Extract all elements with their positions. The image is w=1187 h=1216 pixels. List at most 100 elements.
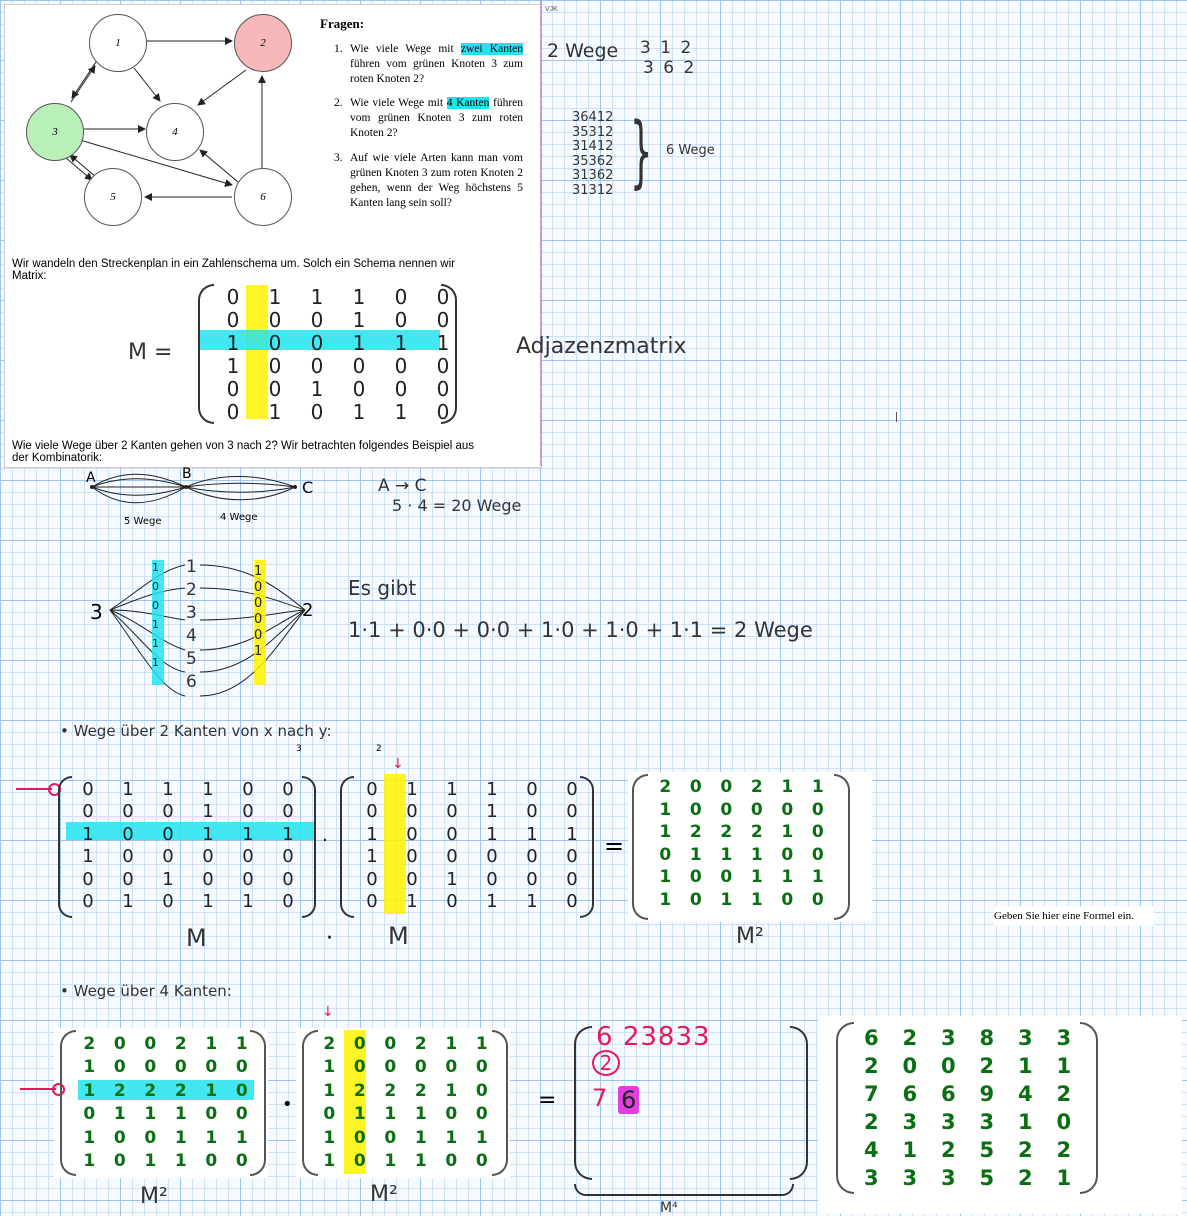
fan-end: 2 bbox=[302, 600, 314, 621]
matrix-cell: 1 bbox=[323, 1151, 336, 1172]
matrix-cell: 1 bbox=[526, 823, 538, 845]
matrix-cell: 2 bbox=[113, 1080, 126, 1101]
matrix-cell: 0 bbox=[811, 889, 824, 910]
matrix-cell: 1 bbox=[352, 330, 366, 355]
matrix-cell: 0 bbox=[475, 1057, 488, 1078]
matrix-cell: 2 bbox=[414, 1033, 427, 1054]
graph-node-6: 6 bbox=[234, 168, 292, 226]
matrix-cell: 1 bbox=[720, 889, 733, 910]
matrix-cell: 5 bbox=[979, 1166, 995, 1190]
fan-mid-labels: 1 2 3 4 5 6 bbox=[186, 557, 197, 692]
matrix-cell: 0 bbox=[202, 846, 214, 868]
matrix-cell: 2 bbox=[414, 1080, 427, 1101]
matrix-cell: 0 bbox=[310, 353, 324, 378]
matrix-cell: 0 bbox=[436, 307, 450, 332]
matrix-cell: 1 bbox=[445, 1033, 458, 1054]
section-two-heading: • Wege über 2 Kanten von x nach y: bbox=[60, 722, 332, 740]
matrix-cell: 1 bbox=[323, 1127, 336, 1148]
matrix-cell: 0 bbox=[689, 799, 702, 820]
matrix-cell: 1 bbox=[1017, 1110, 1033, 1134]
fan-right-col: 1 0 0 0 0 1 bbox=[254, 564, 263, 659]
matrix-cell: 0 bbox=[310, 399, 324, 424]
matrix-cell: 0 bbox=[406, 846, 418, 868]
matrix-cell: 0 bbox=[526, 778, 538, 800]
matrix-cell: 0 bbox=[384, 1033, 397, 1054]
matrix-cell: 1 bbox=[205, 1127, 218, 1148]
matrix-cell: 0 bbox=[566, 868, 578, 890]
matrix-cell: 0 bbox=[282, 846, 294, 868]
matrix-cell: 7 bbox=[863, 1082, 879, 1106]
m2-paren-left bbox=[632, 774, 648, 920]
matrix-cell: 2 bbox=[83, 1033, 96, 1054]
matrix-cell: 3 bbox=[1056, 1026, 1072, 1050]
section-two-x-sub: 3 bbox=[296, 744, 302, 754]
matrix-cell: 0 bbox=[174, 1057, 187, 1078]
graph-node-1: 1 bbox=[89, 14, 147, 72]
matrix-cell: 0 bbox=[144, 1057, 157, 1078]
matrix-cell: 0 bbox=[689, 889, 702, 910]
matrix-cell: 0 bbox=[352, 376, 366, 401]
formula-placeholder[interactable]: Geben Sie hier eine Formel ein. bbox=[994, 906, 1154, 926]
matrix-cell: 0 bbox=[566, 891, 578, 913]
matrix-cell: 0 bbox=[113, 1057, 126, 1078]
section-two-y-sub: 2 bbox=[376, 744, 382, 754]
matrix-cell: 0 bbox=[353, 1033, 366, 1054]
matrix-cell: 0 bbox=[323, 1104, 336, 1125]
matrix-cell: 0 bbox=[526, 801, 538, 823]
matrix-cell: 0 bbox=[122, 823, 134, 845]
matrix-cell: 1 bbox=[1056, 1054, 1072, 1078]
matrix-cell: 0 bbox=[446, 891, 458, 913]
matrix-cell: 0 bbox=[82, 868, 94, 890]
matrix-cell: 2 bbox=[750, 822, 763, 843]
matrix-cell: 1 bbox=[205, 1080, 218, 1101]
bottom-brace bbox=[574, 1184, 794, 1196]
matrix-cell: 0 bbox=[144, 1033, 157, 1054]
matrix-cell: 1 bbox=[310, 376, 324, 401]
question-3-number: 3. bbox=[334, 152, 343, 164]
mult-dot-2: • bbox=[282, 1094, 293, 1115]
matrix-cell: 0 bbox=[811, 822, 824, 843]
col-marker-1: ↓ bbox=[392, 756, 404, 772]
matrix-cell: 1 bbox=[781, 777, 794, 798]
matrix-cell: 0 bbox=[566, 801, 578, 823]
m2-right-panel bbox=[296, 1028, 510, 1178]
mult-dot-1: · bbox=[322, 830, 328, 851]
matrix-cell: 0 bbox=[689, 867, 702, 888]
matrix-cell: 0 bbox=[366, 801, 378, 823]
matrix-cell: 1 bbox=[144, 1151, 157, 1172]
label-mult-dot: · bbox=[326, 926, 333, 951]
matrix-m-label: M = bbox=[128, 340, 173, 365]
matrix-cell: 0 bbox=[162, 846, 174, 868]
matrix-cell: 0 bbox=[689, 777, 702, 798]
matrix-cell: 0 bbox=[902, 1054, 918, 1078]
matrix-cell: 0 bbox=[122, 846, 134, 868]
matrix-cell: 0 bbox=[446, 801, 458, 823]
matrix-cell: 1 bbox=[83, 1057, 96, 1078]
intro-text: Wir wandeln den Streckenplan in ein Zahl… bbox=[12, 258, 455, 282]
graph-node-4: 4 bbox=[146, 103, 204, 161]
matrix-cell: 0 bbox=[414, 1057, 427, 1078]
comb-label-a: A bbox=[86, 470, 96, 486]
matrix-cell: 1 bbox=[406, 891, 418, 913]
question-2-number: 2. bbox=[334, 97, 343, 109]
matrix-cell: 1 bbox=[352, 284, 366, 309]
label-m2-result: M² bbox=[736, 924, 764, 949]
comb-line2: 5 · 4 = 20 Wege bbox=[392, 496, 522, 515]
matrix-cell: 0 bbox=[242, 868, 254, 890]
matrix-cell: 1 bbox=[113, 1104, 126, 1125]
matrix-cell: 0 bbox=[366, 778, 378, 800]
matrix-cell: 0 bbox=[720, 799, 733, 820]
matrix-cell: 3 bbox=[902, 1166, 918, 1190]
matrix-cell: 0 bbox=[475, 1151, 488, 1172]
matrix-cell: 3 bbox=[940, 1026, 956, 1050]
matrix-cell: 1 bbox=[162, 778, 174, 800]
matrix-cell: 3 bbox=[979, 1110, 995, 1134]
matrix-cell: 6 bbox=[863, 1026, 879, 1050]
matrix-cell: 0 bbox=[82, 801, 94, 823]
matrix-cell: 0 bbox=[162, 823, 174, 845]
